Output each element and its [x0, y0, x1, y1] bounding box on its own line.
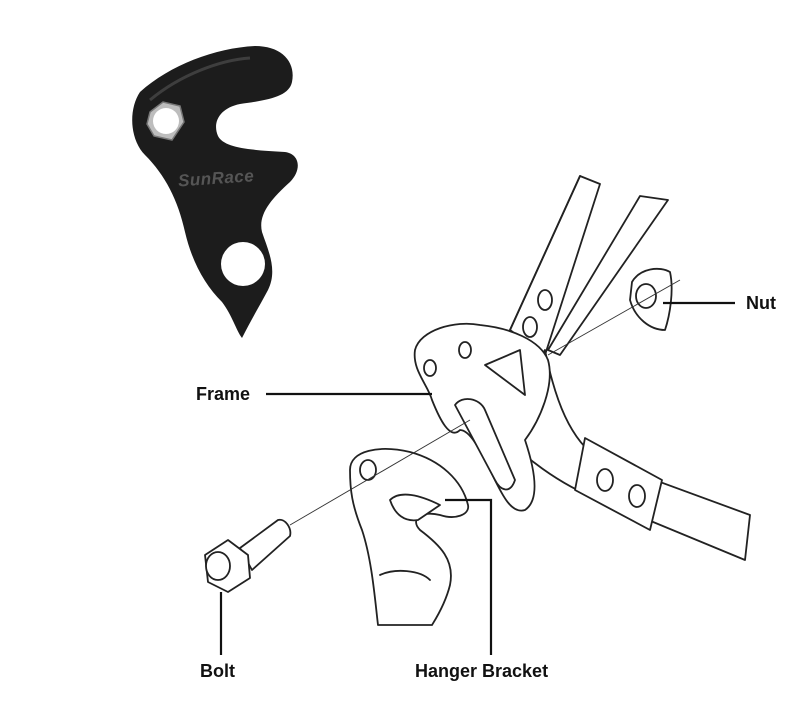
label-nut: Nut: [746, 293, 776, 313]
hanger-photo: SunRace: [132, 46, 298, 338]
hanger-bracket-drawing: [349, 448, 469, 626]
axle-hole: [221, 242, 265, 286]
nut-drawing: [629, 267, 673, 331]
hanger-leader: [445, 498, 493, 655]
assembly-axis: [547, 279, 681, 356]
assembly-axis: [289, 419, 471, 526]
label-hanger-bracket: Hanger Bracket: [415, 661, 548, 681]
label-bolt: Bolt: [200, 661, 235, 681]
label-frame: Frame: [196, 384, 250, 404]
frame: [413, 175, 751, 561]
bolt-drawing: [204, 518, 292, 593]
